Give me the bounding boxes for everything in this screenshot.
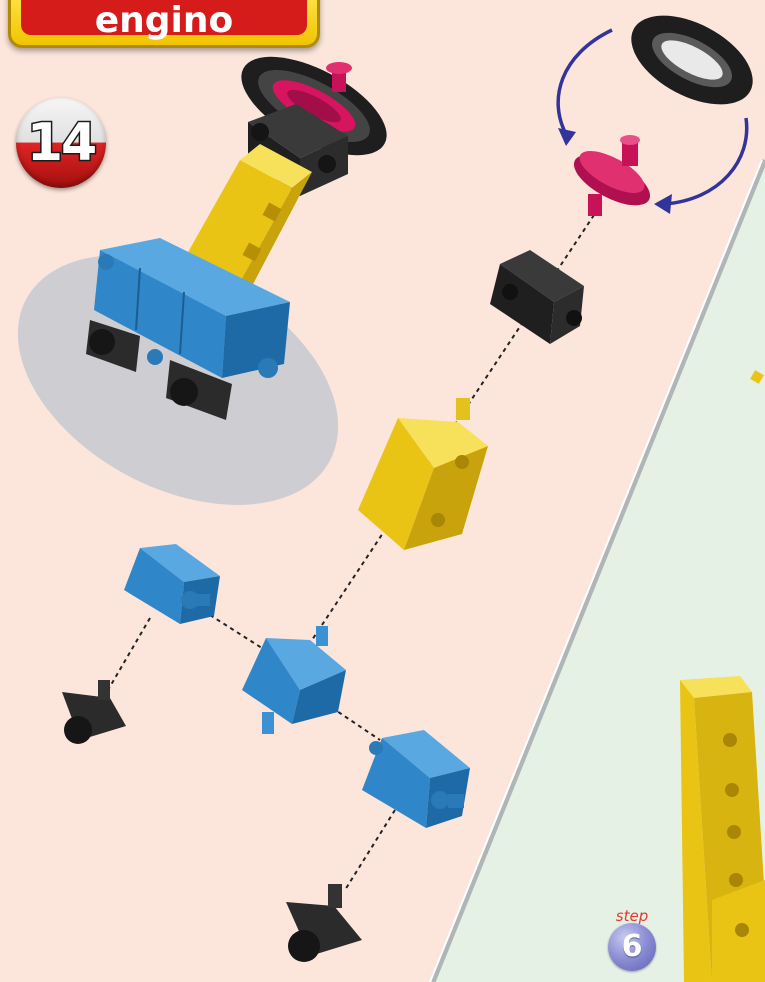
pulley-icon xyxy=(566,135,657,216)
caster-wheel-icon-bottom xyxy=(286,884,362,962)
step-label: step xyxy=(604,909,660,924)
caster-wheel-icon xyxy=(62,680,126,744)
blue-hub xyxy=(242,626,346,734)
next-step-yellow-beam xyxy=(680,676,765,982)
step-number: 6 xyxy=(608,928,656,966)
blue-block-left xyxy=(124,544,220,624)
completed-assembly xyxy=(86,37,402,420)
arrow-head-right xyxy=(654,194,672,214)
right-edge-fragment xyxy=(750,370,764,384)
tyre-icon xyxy=(617,0,765,123)
black-block xyxy=(490,250,584,344)
yellow-block xyxy=(358,398,488,550)
step-indicator: step 6 xyxy=(604,909,660,973)
step-badge: 6 xyxy=(608,923,656,971)
arrow-head-left xyxy=(558,128,576,146)
blue-block-right xyxy=(362,730,470,828)
